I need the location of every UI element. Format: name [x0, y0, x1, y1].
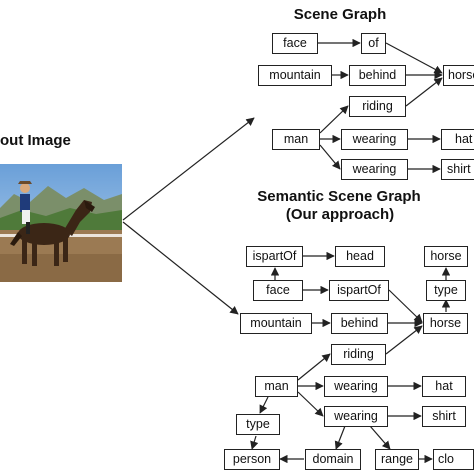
ssg-node-riding: riding	[331, 344, 386, 365]
ssg-node-ispartof-2: ispartOf	[329, 280, 389, 301]
input-image-title: out Image	[0, 132, 71, 149]
edge-sg-of-horse	[385, 42, 443, 74]
edge-ssg-man-wearing-2	[297, 391, 324, 417]
sg-node-wearing-2: wearing	[341, 159, 408, 180]
ssg-node-type: type	[236, 414, 280, 435]
semantic-scene-graph-subtitle: (Our approach)	[285, 206, 395, 223]
edge-ssg-ispartof-horse	[388, 289, 423, 323]
sg-node-shirt: shirt	[441, 159, 474, 180]
ssg-node-person: person	[224, 449, 280, 470]
edge-ssg-type-person	[250, 435, 259, 450]
ssg-node-hat: hat	[422, 376, 466, 397]
sg-node-face: face	[272, 33, 318, 54]
ssg-node-domain: domain	[305, 449, 361, 470]
edge-sg-man-wearing-2	[319, 144, 341, 170]
sg-node-man: man	[272, 129, 320, 150]
scene-graph-title: Scene Graph	[293, 6, 387, 23]
sg-node-mountain: mountain	[258, 65, 332, 86]
ssg-node-clo: clo	[433, 449, 474, 470]
ssg-node-man: man	[255, 376, 298, 397]
edge-ssg-man-type	[259, 396, 269, 414]
sg-node-behind: behind	[349, 65, 406, 86]
edge-ssg-riding-horse	[385, 325, 423, 355]
ssg-node-wearing-1: wearing	[324, 376, 388, 397]
ssg-node-mountain: mountain	[240, 313, 312, 334]
edge-ssg-wearing-domain	[334, 425, 346, 450]
semantic-scene-graph-title: Semantic Scene Graph	[257, 188, 421, 205]
edge-image-semantic-graph	[122, 221, 239, 315]
ssg-node-type-horse: type	[426, 280, 466, 301]
ssg-node-head: head	[335, 246, 385, 267]
sg-node-riding: riding	[349, 96, 406, 117]
ssg-node-horse-type-target: horse	[424, 246, 468, 267]
sg-node-of: of	[361, 33, 386, 54]
edge-sg-man-riding	[319, 105, 349, 134]
ssg-node-horse: horse	[423, 313, 468, 334]
ssg-node-shirt: shirt	[422, 406, 466, 427]
sg-node-horse: horse	[443, 65, 474, 86]
edge-sg-riding-horse	[405, 77, 443, 107]
edge-ssg-wearing-range	[369, 425, 391, 450]
ssg-node-range: range	[375, 449, 419, 470]
edge-image-scene-graph	[122, 117, 255, 221]
ssg-node-behind: behind	[331, 313, 388, 334]
sg-node-wearing-1: wearing	[341, 129, 408, 150]
edge-ssg-man-riding	[297, 353, 331, 381]
ssg-node-wearing-2: wearing	[324, 406, 388, 427]
ssg-node-face: face	[253, 280, 303, 301]
horse-rider-photo	[0, 164, 122, 282]
ssg-node-ispartof-1: ispartOf	[246, 246, 303, 267]
sg-node-hat: hat	[441, 129, 474, 150]
